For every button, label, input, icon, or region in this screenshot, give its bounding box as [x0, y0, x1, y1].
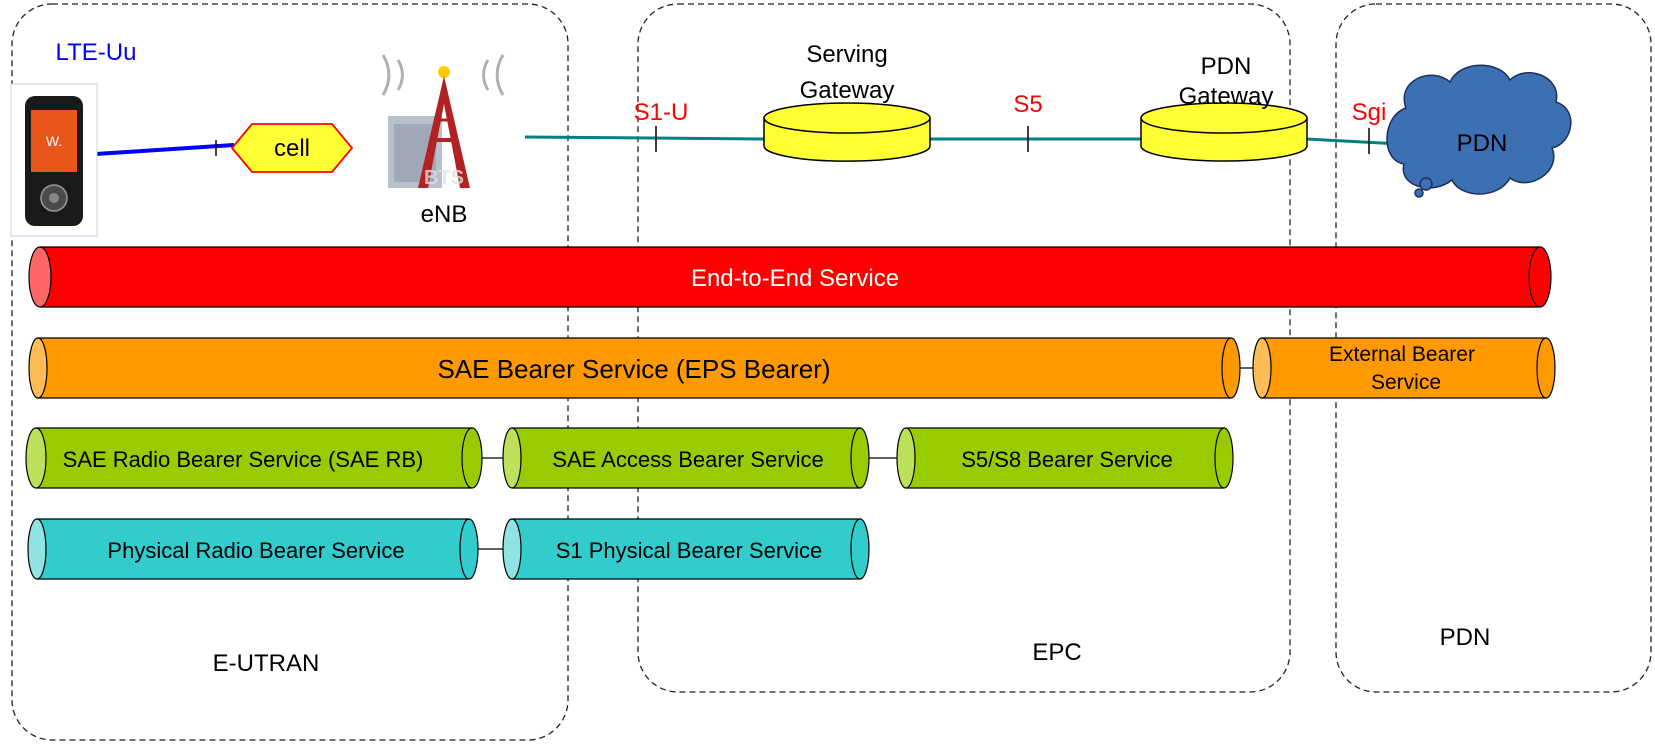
enb-tower-icon: BTS [381, 54, 505, 189]
lte-uu-label: LTE-Uu [56, 39, 137, 66]
pdn-cloud-label: PDN [1457, 130, 1508, 157]
pdn-domain-label: PDN [1440, 624, 1491, 651]
sae-access-bearer-service-tube [502, 427, 870, 489]
sae-bearer-service-label: SAE Bearer Service (EPS Bearer) [437, 354, 830, 384]
epc-label: EPC [1032, 639, 1081, 666]
svg-text:W.: W. [46, 133, 62, 149]
external-bearer-service-label-line2: Service [1371, 371, 1441, 394]
sgi-label: Sgi [1352, 99, 1387, 126]
s5s8-bearer-service-tube [896, 427, 1234, 489]
pdn-gateway-label-line1: PDN [1201, 53, 1252, 80]
sae-access-bearer-service-label: SAE Access Bearer Service [552, 447, 823, 472]
s1u-link [524, 135, 766, 141]
phone-icon: W. [10, 83, 98, 237]
eutran-domain-box [11, 3, 569, 741]
cell-node: cell [230, 123, 354, 173]
serving-gateway-label-line1: Serving [806, 41, 887, 68]
physical-radio-bearer-service-tube [27, 518, 479, 580]
enb-label: eNB [421, 201, 468, 228]
external-bearer-service-label-line1: External Bearer [1329, 343, 1475, 366]
pdn-cloud-icon [1386, 64, 1572, 198]
external-bearer-service-tube [1252, 337, 1556, 399]
cell-label: cell [274, 135, 310, 162]
sae-radio-bearer-service-tube [25, 427, 483, 489]
physical-radio-bearer-service-label: Physical Radio Bearer Service [107, 538, 404, 563]
pdn-gateway-label-line2: Gateway [1179, 83, 1274, 110]
eutran-label: E-UTRAN [213, 650, 320, 677]
pdn-gateway-cylinder [1140, 102, 1308, 162]
s5s8-bearer-service-label: S5/S8 Bearer Service [961, 447, 1173, 472]
sgi-link [1305, 137, 1401, 146]
sae-bearer-service-tube [28, 337, 1241, 399]
bts-text: BTS [424, 167, 464, 189]
serving-gateway-cylinder [763, 102, 931, 162]
s1-physical-bearer-service-label: S1 Physical Bearer Service [556, 538, 823, 563]
s1-physical-bearer-service-tube [502, 518, 870, 580]
serving-gateway-label-line2: Gateway [800, 77, 895, 104]
end-to-end-service-label: End-to-End Service [691, 265, 899, 292]
s1u-label: S1-U [634, 99, 689, 126]
s5-label: S5 [1013, 91, 1042, 118]
end-to-end-service-tube [28, 246, 1552, 308]
sae-radio-bearer-service-label: SAE Radio Bearer Service (SAE RB) [63, 447, 424, 472]
radio-link [95, 143, 235, 156]
